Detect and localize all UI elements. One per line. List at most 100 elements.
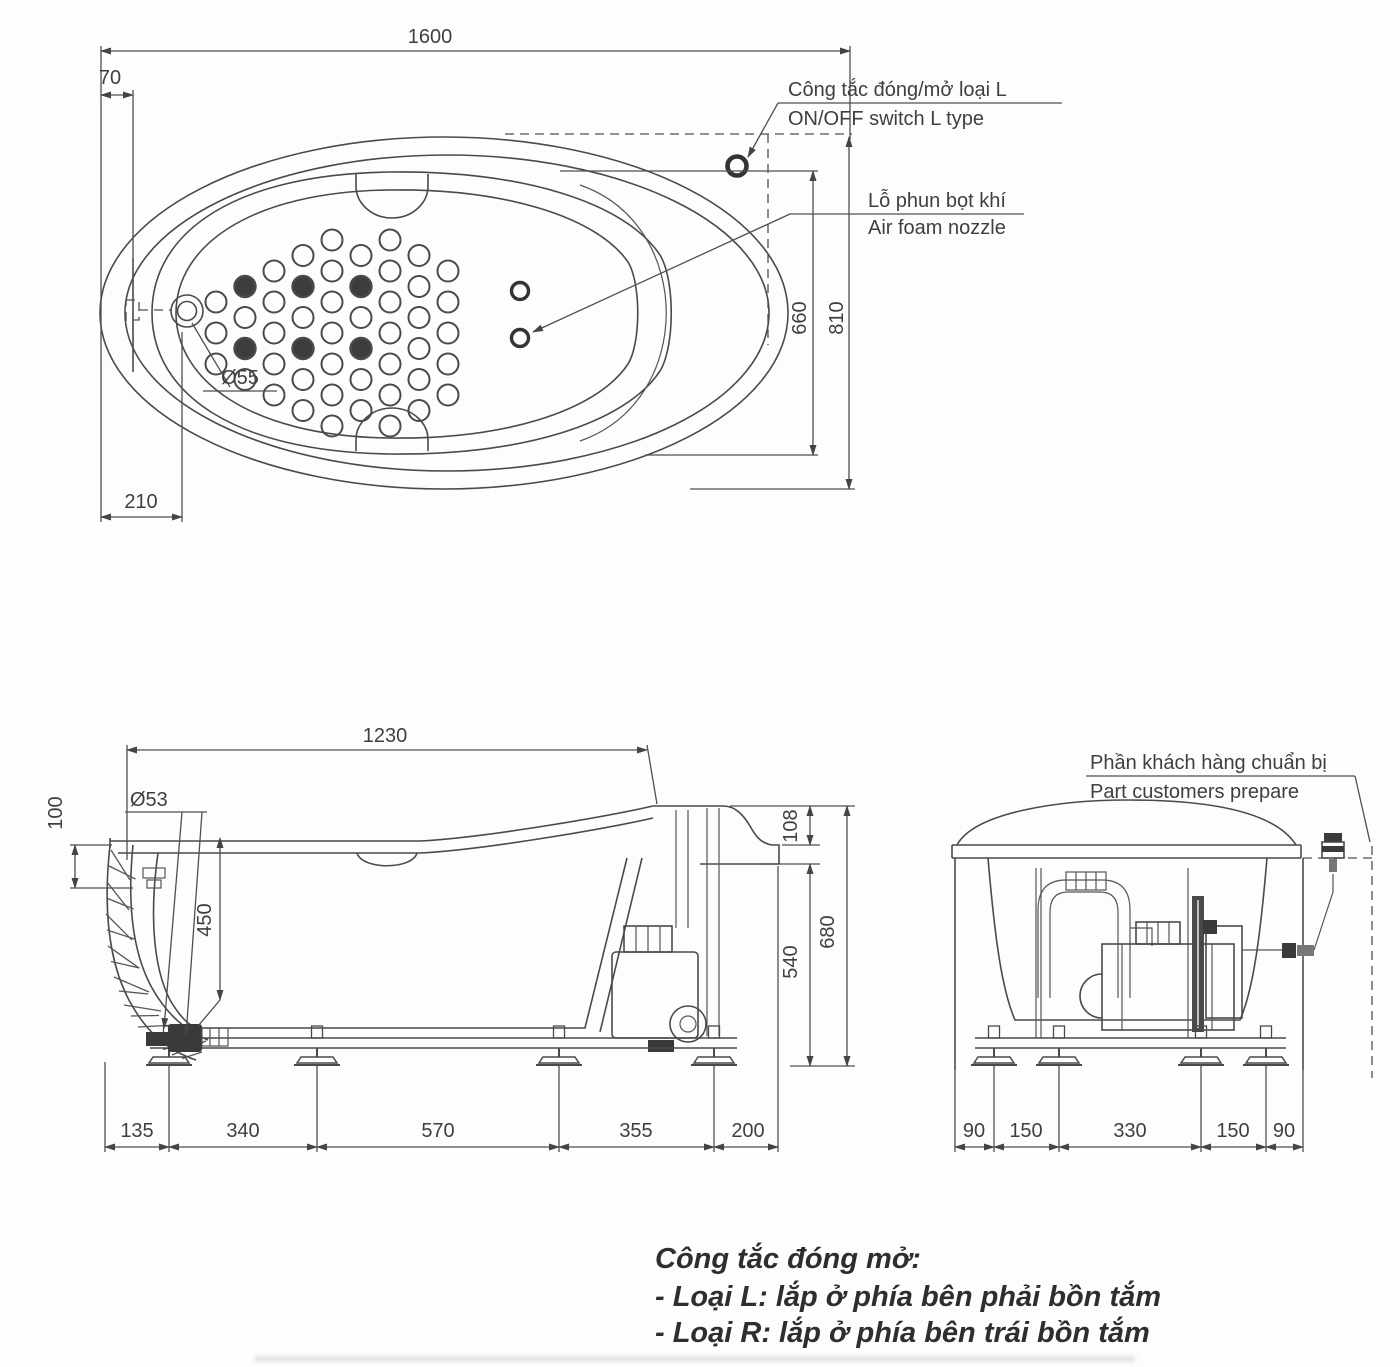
air-jet xyxy=(320,414,344,438)
air-jet xyxy=(320,228,344,252)
power-plug-icon xyxy=(1321,833,1345,872)
extension-line xyxy=(646,744,658,805)
dim-810: 810 xyxy=(826,301,848,334)
tub-basin-edge xyxy=(151,171,673,455)
hatch-line xyxy=(106,897,134,910)
pipe-elbow xyxy=(1130,927,1153,946)
air-jet xyxy=(407,337,431,360)
air-jet xyxy=(436,290,460,314)
air-jet xyxy=(204,290,228,314)
air-jet xyxy=(407,306,431,329)
drain-outer xyxy=(170,294,204,328)
dim-1230: 1230 xyxy=(363,725,408,747)
air-jet xyxy=(378,259,402,283)
prepare-label-vi: Phần khách hàng chuẩn bị xyxy=(1090,752,1327,774)
leader-line xyxy=(532,213,791,333)
leader-line xyxy=(161,811,183,1029)
foot-mount xyxy=(1052,1025,1066,1039)
drain-inner xyxy=(176,300,198,322)
foot-mount xyxy=(310,1025,324,1039)
dim-660: 660 xyxy=(789,301,811,334)
adjustable-feet xyxy=(146,1025,737,1066)
drain-elbow xyxy=(168,1024,202,1052)
dim-1600: 1600 xyxy=(408,26,453,48)
junction-block xyxy=(1203,920,1217,934)
end-bottom-dims: 90 150 330 150 90 xyxy=(954,1066,1304,1152)
plug-band xyxy=(1322,846,1344,852)
air-jet-active xyxy=(233,336,257,361)
air-jet xyxy=(320,321,344,345)
air-jet xyxy=(436,383,460,407)
foot-flange xyxy=(537,1056,581,1064)
tub-rim-inner-edge xyxy=(124,154,770,472)
air-jet xyxy=(291,399,315,422)
dim-drain-diameter: Ø55 xyxy=(221,367,259,389)
dim-355: 355 xyxy=(619,1120,652,1142)
end-view: Phần khách hàng chuẩn bị Part customers … xyxy=(951,752,1373,1152)
air-jet xyxy=(291,368,315,391)
prepare-label-en: Part customers prepare xyxy=(1090,781,1299,803)
leader-line xyxy=(183,811,203,1037)
air-jet xyxy=(407,244,431,267)
dim-100: 100 xyxy=(45,796,67,829)
backrest-contour xyxy=(579,184,667,442)
air-jet xyxy=(378,228,402,252)
dim-70: 70 xyxy=(99,67,121,89)
grab-handle-bottom xyxy=(355,407,429,451)
foot-flange xyxy=(1037,1056,1081,1064)
hatch-line xyxy=(105,913,133,941)
side-bottom-dims: 135 340 570 355 200 xyxy=(104,866,779,1152)
air-jet xyxy=(233,306,257,329)
foot-flange xyxy=(147,1056,191,1064)
on-off-switch-icon xyxy=(725,154,749,178)
nozzle-label-vi: Lỗ phun bọt khí xyxy=(868,189,1006,212)
hatch-line xyxy=(118,990,149,995)
air-jet xyxy=(204,321,228,345)
hatch-line xyxy=(110,960,140,969)
dim-330: 330 xyxy=(1113,1120,1146,1142)
cord-connector xyxy=(1282,943,1296,958)
dim-108: 108 xyxy=(780,809,802,842)
note-type-l: - Loại L: lắp ở phía bên phải bồn tắm xyxy=(655,1279,1161,1313)
apron-outer-curve xyxy=(106,844,197,1061)
air-jet-active xyxy=(233,274,257,299)
air-jet-active xyxy=(291,336,315,361)
air-jet xyxy=(262,259,286,283)
foot-mount xyxy=(707,1025,721,1039)
air-jet xyxy=(262,352,286,376)
drain-stub xyxy=(146,1032,168,1046)
rim-inner-line xyxy=(118,817,654,854)
tub-outer-rim xyxy=(99,136,789,490)
foot-flange xyxy=(972,1056,1016,1064)
nozzle-label-en: Air foam nozzle xyxy=(868,217,1006,239)
hatch-line xyxy=(106,929,135,940)
foot-mount xyxy=(987,1025,1001,1039)
top-view: 1600 70 660 810 210 Ø55 Công tắc đóng/mở… xyxy=(99,26,1062,522)
grab-handle-top xyxy=(355,174,429,219)
air-jet xyxy=(349,244,373,267)
air-jet xyxy=(349,368,373,391)
air-jet xyxy=(407,275,431,298)
air-foam-nozzle-icon xyxy=(509,327,531,349)
switch-notes: Công tắc đóng mở: - Loại L: lắp ở phía b… xyxy=(655,1241,1161,1349)
dim-90: 90 xyxy=(1273,1120,1295,1142)
drain-coupling xyxy=(201,1027,229,1047)
overflow-fitting-side xyxy=(142,867,166,879)
air-jet xyxy=(262,290,286,314)
switch-label-en: ON/OFF switch L type xyxy=(788,108,984,130)
foot-flange xyxy=(1244,1056,1288,1064)
plug-cap xyxy=(1324,833,1342,842)
foot-flange xyxy=(295,1056,339,1064)
overflow-fitting-side xyxy=(146,879,162,889)
air-jet xyxy=(349,399,373,422)
leader-line xyxy=(197,999,221,1027)
dim-680: 680 xyxy=(817,915,839,948)
dim-135: 135 xyxy=(120,1120,153,1142)
tub-waterline xyxy=(175,189,639,439)
air-jet xyxy=(378,352,402,376)
control-box xyxy=(1205,925,1243,1019)
pump-volute-front xyxy=(1079,973,1103,1019)
dim-570: 570 xyxy=(421,1120,454,1142)
